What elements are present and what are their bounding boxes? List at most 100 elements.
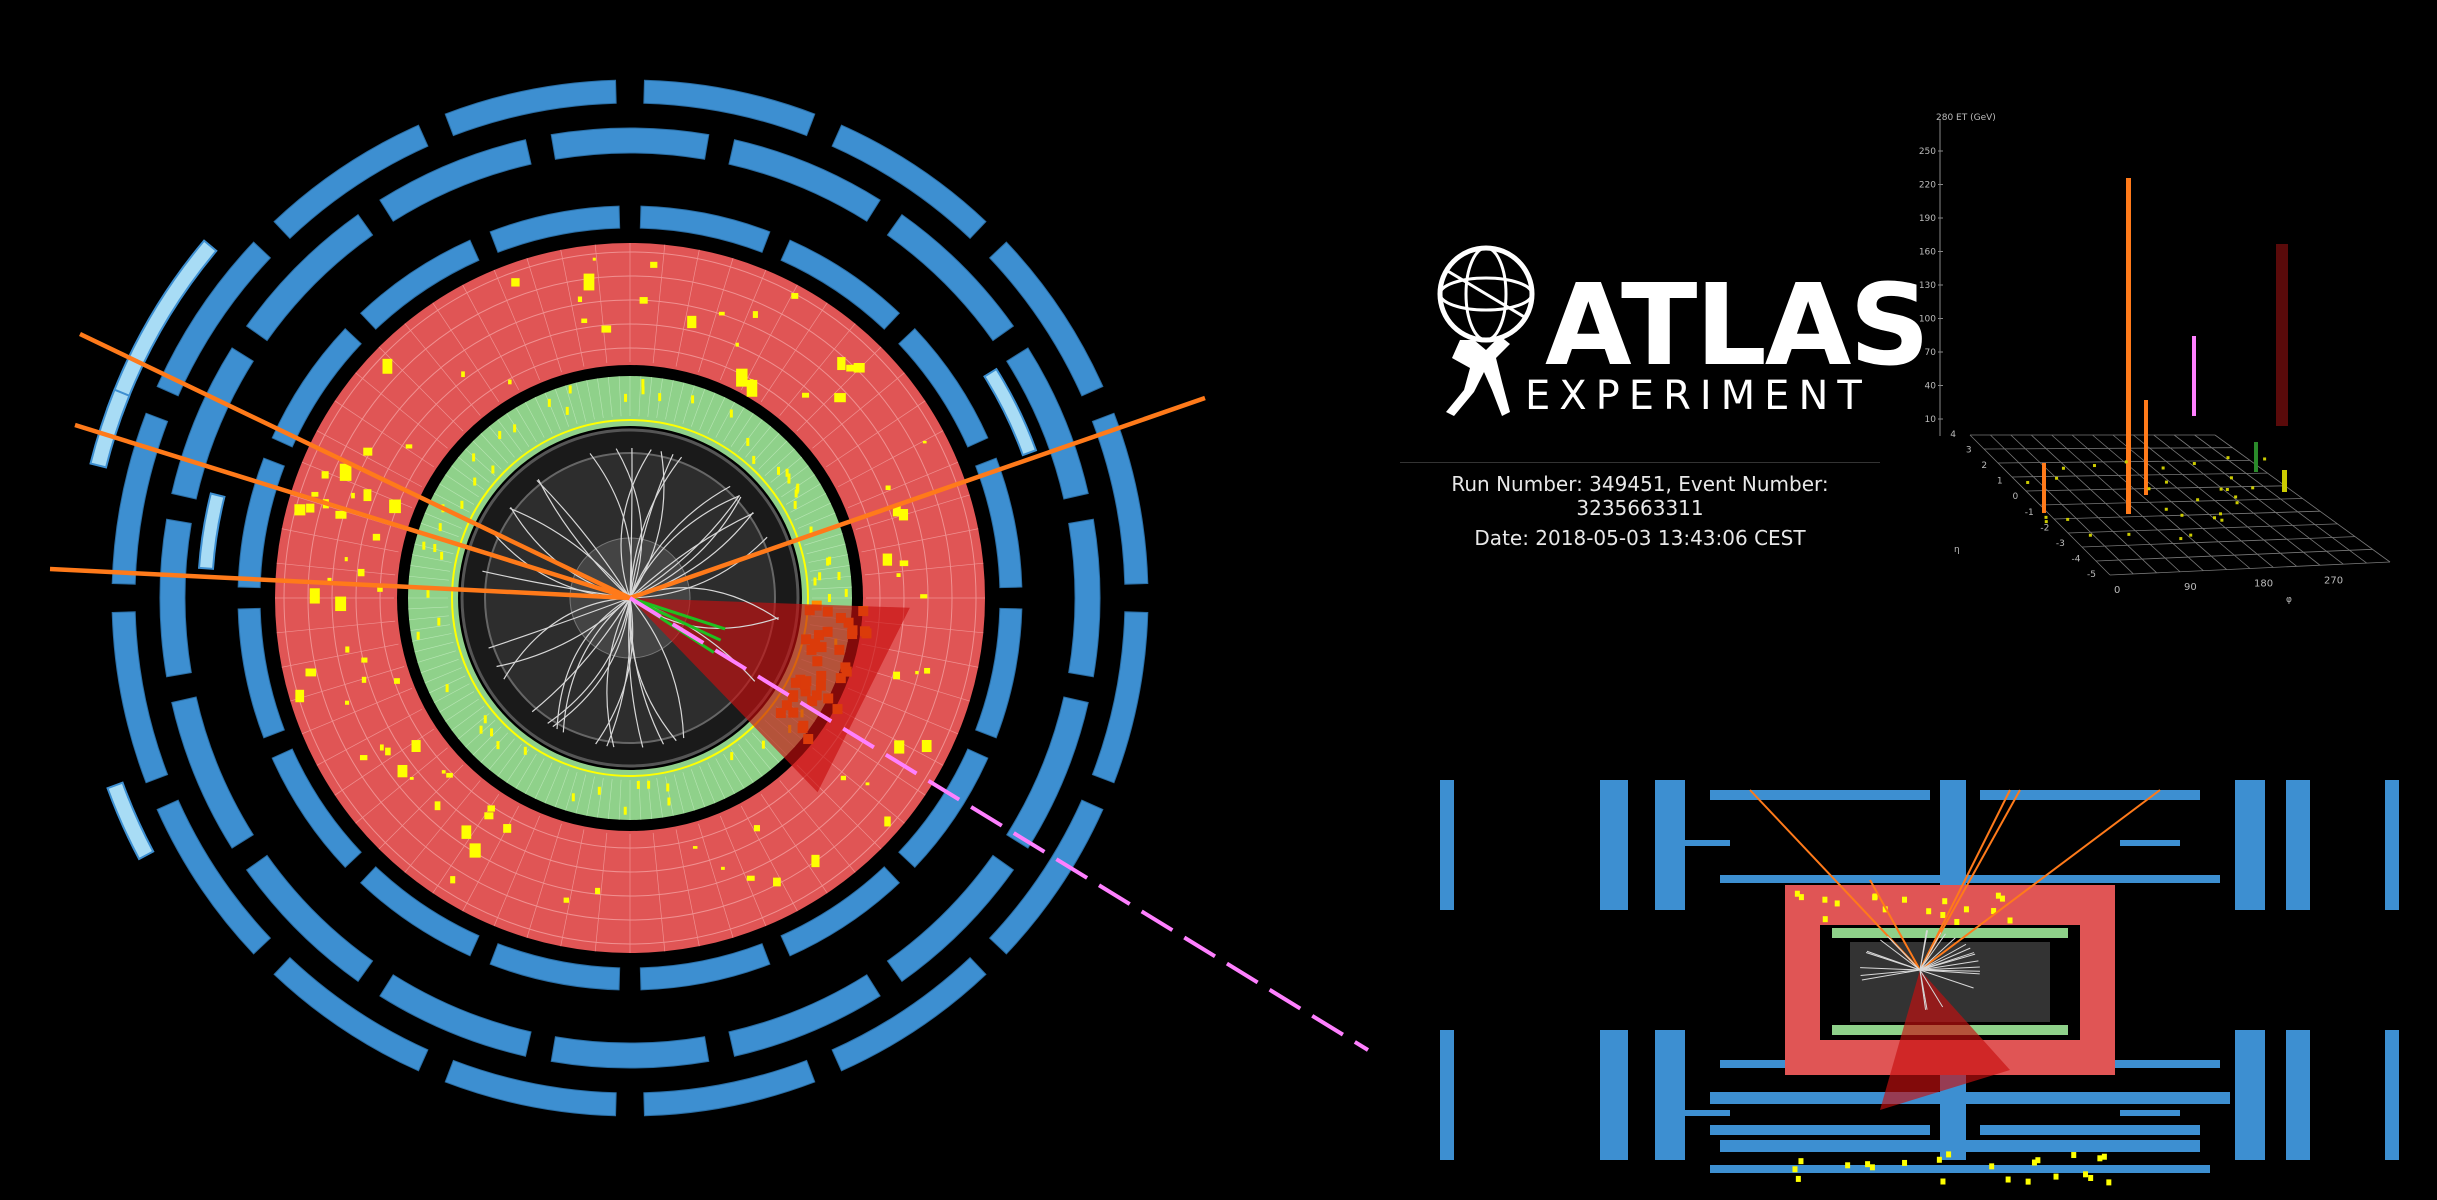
- small-tower: [2229, 476, 2233, 480]
- hcal-cell-edge: [281, 528, 399, 553]
- hcal-deposit: [351, 492, 355, 499]
- longitudinal-chamber: [1720, 1140, 2200, 1152]
- solenoid: [451, 419, 809, 777]
- hcal-cell-edge: [432, 302, 500, 402]
- small-tower: [2147, 487, 2151, 491]
- longitudinal-deposit: [2005, 1176, 2011, 1183]
- longitudinal-deposit: [1902, 1159, 1908, 1166]
- emcal-deposit: [460, 500, 464, 509]
- emcal-cell-edge: [575, 774, 587, 814]
- emcal-cell-edge: [785, 483, 821, 505]
- emcal-cell-edge: [745, 738, 772, 770]
- small-tower: [2061, 466, 2065, 470]
- hcal-deposit: [361, 657, 368, 663]
- longitudinal-deposit: [1942, 898, 1948, 905]
- charged-track: [488, 597, 631, 649]
- emcal-cell-edge: [534, 762, 553, 799]
- longitudinal-chamber: [1980, 1125, 2200, 1135]
- charged-track: [629, 495, 740, 599]
- jet-cone-shape: [630, 598, 910, 793]
- longitudinal-deposit: [1946, 1151, 1952, 1158]
- longitudinal-deposit: [1936, 1156, 1942, 1163]
- emcal-cell-edge: [665, 380, 674, 420]
- longitudinal-chamber: [1980, 790, 2200, 800]
- hcal-cell-edge: [334, 400, 434, 468]
- emcal-cell-edge: [424, 667, 462, 684]
- hcal-deposit: [305, 668, 317, 677]
- emcal-cell-edge: [497, 744, 522, 777]
- particle-tracks: [482, 448, 779, 748]
- eta-tick: 4: [1950, 430, 1956, 440]
- eta-tick: 2: [1981, 461, 1987, 471]
- hcal-cell-edge: [493, 269, 541, 381]
- longitudinal-deposit: [2053, 1173, 2059, 1180]
- hcal-deposit: [405, 444, 413, 449]
- lego-grid-line: [2153, 434, 2321, 566]
- longitudinal-chamber: [2385, 780, 2399, 910]
- emcal-cell-edge: [618, 376, 622, 417]
- emcal-deposit: [437, 617, 441, 626]
- hcal-cell-edge: [837, 430, 944, 488]
- hcal-deposit: [344, 700, 350, 705]
- muon-chamber: [975, 457, 1023, 589]
- muon-chamber: [831, 124, 987, 240]
- lego-grid-line: [2112, 434, 2274, 568]
- longitudinal-chamber: [2286, 1030, 2310, 1160]
- longitudinal-chamber: [1710, 1125, 1930, 1135]
- hcal-deposit: [601, 325, 612, 333]
- longitudinal-track: [1919, 952, 1975, 971]
- charged-track: [556, 597, 631, 730]
- muon-chamber: [886, 854, 1015, 983]
- emcal-cell-edge: [647, 377, 653, 417]
- hcal-deposit: [896, 573, 901, 578]
- longitudinal-track: [1919, 969, 1974, 989]
- muon-chamber: [271, 327, 362, 448]
- hcal-cell-edge: [740, 805, 798, 912]
- longitudinal-chamber: [2385, 1030, 2399, 1160]
- hcal-deposit: [461, 371, 465, 378]
- longitudinal-deposit: [1798, 1158, 1804, 1165]
- hcal-cell-edge: [493, 815, 541, 927]
- hcal-cell-edge: [594, 244, 608, 364]
- hcal-deposit: [311, 491, 319, 497]
- emcal-deposit: [641, 386, 645, 395]
- emcal-cell-edge: [699, 392, 716, 430]
- charged-track: [620, 449, 652, 599]
- emcal-deposit: [523, 746, 527, 755]
- hcal-deposit: [487, 805, 495, 812]
- longitudinal-deposit: [1872, 893, 1878, 900]
- longitudinal-track: [1860, 969, 1921, 977]
- hcal-cell-edge: [355, 372, 448, 449]
- small-tower: [2263, 457, 2267, 461]
- emcal-deposit: [490, 728, 494, 737]
- longitudinal-chamber: [1655, 1030, 1685, 1160]
- hcal-deposit: [385, 747, 391, 756]
- emcal-cell-edge: [745, 426, 772, 458]
- charged-track: [629, 454, 674, 599]
- hcal-deposit: [359, 755, 368, 761]
- charged-track: [629, 485, 731, 599]
- emcal-deposit: [658, 393, 662, 402]
- emcal-cell-edge: [715, 758, 735, 794]
- longitudinal-deposit: [1954, 918, 1960, 925]
- hcal-deposit: [511, 278, 520, 287]
- charged-track: [615, 448, 643, 599]
- energy-tower: [2276, 244, 2288, 426]
- muon-chamber: [245, 213, 374, 342]
- hcal-cell-edge: [404, 323, 481, 416]
- hcal-deposit: [924, 667, 931, 674]
- longitudinal-track: [1919, 966, 1980, 971]
- lego-grid-line: [2173, 434, 2344, 565]
- muon-chamber: [1091, 611, 1149, 784]
- emcal-cell-edge: [410, 624, 451, 631]
- longitudinal-deposit: [1926, 908, 1932, 915]
- small-tower: [2220, 518, 2224, 522]
- emcal-cell-edge: [420, 659, 459, 674]
- emcal-deposit: [422, 541, 426, 550]
- hcal-deposit: [321, 471, 329, 479]
- emcal-deposit: [498, 431, 502, 440]
- hcal-deposit: [409, 777, 414, 780]
- longitudinal-deposit: [1834, 900, 1840, 907]
- emcal-cell-edge: [434, 493, 470, 513]
